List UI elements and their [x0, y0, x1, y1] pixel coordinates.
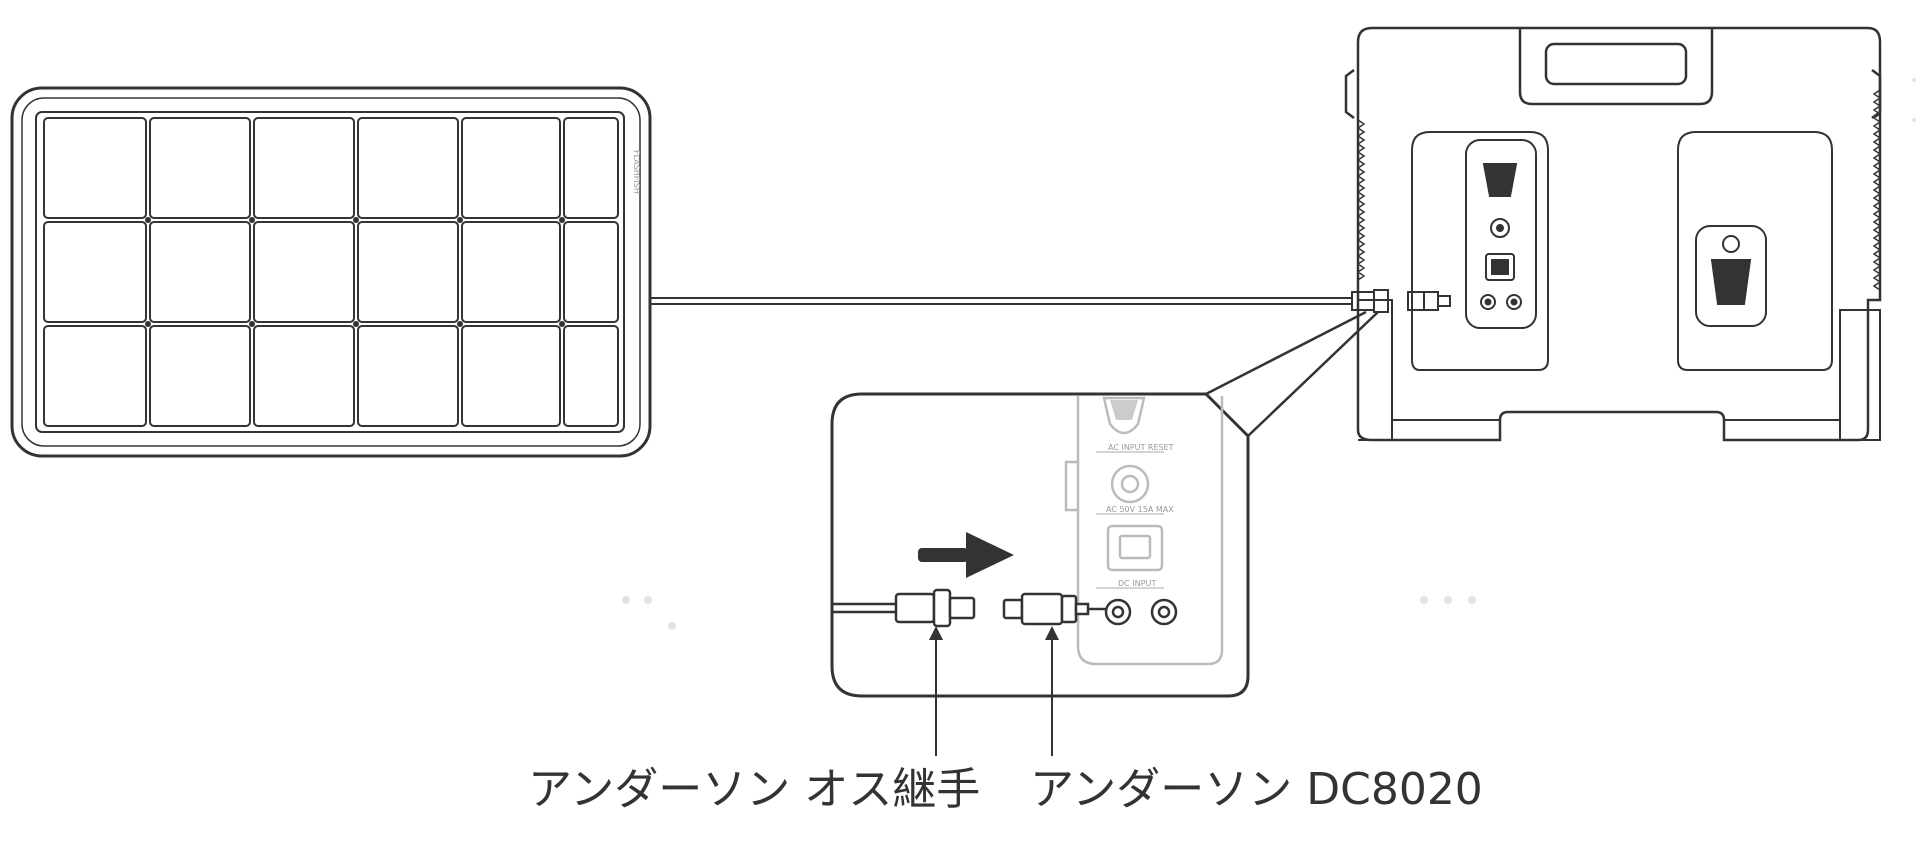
decorative-dots [622, 78, 1916, 630]
solar-cells [43, 117, 619, 427]
label-leader-lines [929, 626, 1059, 756]
zoom-pointer [1205, 310, 1379, 437]
label-anderson-dc8020: アンダーソン DC8020 [1030, 764, 1483, 815]
port-label-ac-50v: AC 50V 15A MAX [1106, 505, 1174, 514]
solar-panel [10, 86, 652, 458]
insert-arrow-icon [918, 532, 1014, 578]
panel-brand-text: FLASHFISH [632, 150, 641, 194]
zoom-callout-frame [830, 392, 1250, 698]
label-anderson-male: アンダーソン オス継手 [528, 764, 981, 815]
zoom-station-detail [1064, 396, 1224, 666]
anderson-dc8020-connector [1002, 592, 1106, 626]
zoom-dc-ports [1104, 598, 1178, 626]
anderson-male-connector [832, 588, 976, 628]
port-label-dc-input: DC INPUT [1118, 579, 1156, 588]
station-ports [1480, 163, 1522, 310]
station-large-port [1695, 225, 1767, 327]
port-label-ac-input-reset: AC INPUT RESET [1108, 443, 1174, 452]
panel-cable [650, 297, 1352, 305]
power-station [1344, 26, 1882, 442]
